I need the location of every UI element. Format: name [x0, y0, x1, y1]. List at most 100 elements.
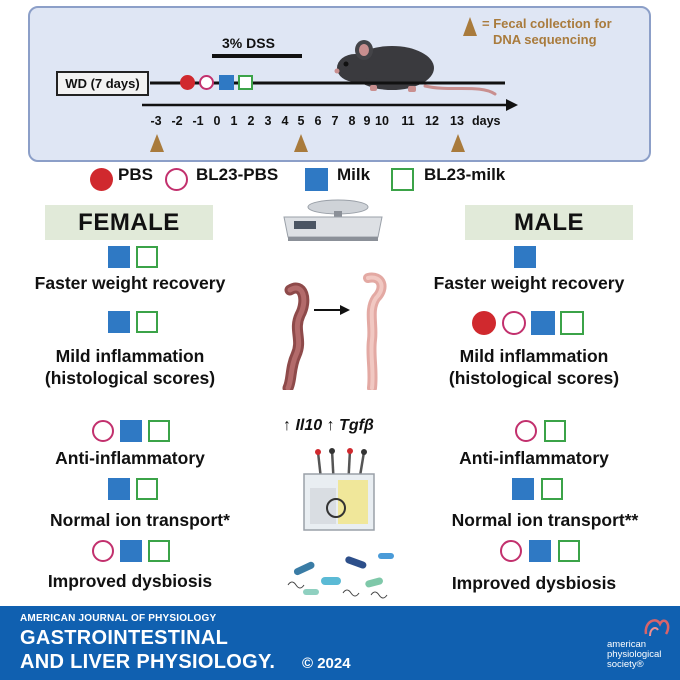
milk-symbol — [120, 420, 142, 442]
gene-tgfb: Tgfβ — [339, 417, 374, 434]
fecal-legend-line2: DNA sequencing — [493, 32, 597, 47]
male-mild-inflammation: Mild inflammation (histological scores) — [409, 345, 659, 389]
up-arrow: ↑ — [283, 417, 291, 434]
day-label: -2 — [171, 114, 183, 128]
day-label: 1 — [230, 114, 238, 128]
legend-bl23-pbs-symbol — [165, 168, 188, 191]
day-label: 8 — [348, 114, 356, 128]
day-label: 5 — [297, 114, 305, 128]
gene-il10: Il10 — [295, 417, 323, 434]
society-logo-icon — [644, 619, 670, 637]
female-mild-inflammation: Mild inflammation (histological scores) — [10, 345, 250, 389]
colon-icon — [282, 272, 387, 390]
mouse-icon — [334, 40, 497, 96]
dss-label: 3% DSS — [222, 35, 275, 51]
day-label: 7 — [331, 114, 339, 128]
gene-expression-label: ↑ Il10 ↑ Tgfβ — [283, 417, 374, 435]
fecal-triangle-icon — [150, 134, 164, 152]
legend-milk-symbol — [305, 168, 328, 191]
milk-symbol — [108, 478, 130, 500]
day-label: 11 — [401, 114, 415, 128]
finding-line: (histological scores) — [44, 368, 216, 388]
bl23-milk-marker — [238, 75, 253, 90]
pbs-marker — [180, 75, 195, 90]
female-weight-recovery: Faster weight recovery — [34, 273, 226, 293]
bl23-milk-symbol — [541, 478, 563, 500]
journal-series-label: AMERICAN JOURNAL OF PHYSIOLOGY — [20, 613, 217, 624]
wd-diet-box: WD (7 days) — [56, 71, 149, 96]
milk-marker — [219, 75, 234, 90]
day-label: 13 — [450, 114, 464, 128]
up-arrow: ↑ — [326, 417, 335, 434]
journal-title-line1: GASTROINTESTINAL — [20, 627, 229, 649]
legend-pbs-label: PBS — [118, 165, 153, 184]
pbs-symbol — [472, 311, 496, 335]
bl23-milk-symbol — [136, 311, 158, 333]
female-header: FEMALE — [45, 205, 213, 240]
fecal-triangle-icon — [294, 134, 308, 152]
legend-bl23-milk-label: BL23-milk — [424, 165, 506, 184]
bl23-milk-symbol — [136, 478, 158, 500]
milk-symbol — [529, 540, 551, 562]
day-label: -3 — [150, 114, 162, 128]
male-ion-transport: Normal ion transport** — [451, 510, 639, 530]
society-name: american physiological society® — [607, 640, 661, 670]
ussing-chamber-icon — [303, 448, 375, 531]
fecal-collection-legend: = Fecal collection for DNA sequencing — [482, 16, 612, 48]
milk-symbol — [514, 246, 536, 268]
finding-line: Mild inflammation — [459, 346, 609, 366]
journal-footer — [0, 606, 680, 680]
day-label: 3 — [264, 114, 272, 128]
society-line: society® — [607, 659, 644, 670]
bl23-pbs-symbol — [92, 420, 114, 442]
milk-symbol — [108, 246, 130, 268]
female-ion-transport: Normal ion transport* — [50, 510, 230, 530]
bl23-milk-symbol — [560, 311, 584, 335]
bl23-milk-symbol — [136, 246, 158, 268]
society-line: physiological — [607, 649, 662, 660]
day-label: 9 — [363, 114, 371, 128]
scale-icon — [283, 199, 383, 241]
finding-line: Mild inflammation — [55, 346, 205, 366]
male-header: MALE — [465, 205, 633, 240]
milk-symbol — [531, 311, 555, 335]
day-label: 2 — [247, 114, 255, 128]
bl23-pbs-symbol — [515, 420, 537, 442]
bl23-pbs-symbol — [500, 540, 522, 562]
legend-bl23-pbs-label: BL23-PBS — [196, 165, 279, 184]
legend-milk-label: Milk — [337, 165, 371, 184]
bl23-milk-symbol — [148, 420, 170, 442]
finding-line: (histological scores) — [448, 368, 620, 388]
day-label: 4 — [281, 114, 289, 128]
bl23-pbs-symbol — [502, 311, 526, 335]
bl23-pbs-symbol — [92, 540, 114, 562]
copyright-label: © 2024 — [302, 655, 351, 672]
day-label: 12 — [425, 114, 439, 128]
journal-title-line2: AND LIVER PHYSIOLOGY. — [20, 651, 276, 673]
day-label: 10 — [375, 114, 389, 128]
day-label: -1 — [192, 114, 204, 128]
day-label: 0 — [213, 114, 221, 128]
female-anti-inflammatory: Anti-inflammatory — [55, 448, 205, 468]
legend-bl23-milk-symbol — [391, 168, 414, 191]
bacteria-icon — [287, 553, 394, 599]
fecal-triangle-icon — [451, 134, 465, 152]
days-unit-label: days — [472, 114, 501, 128]
male-improved-dysbiosis: Improved dysbiosis — [451, 573, 617, 593]
bl23-milk-symbol — [148, 540, 170, 562]
milk-symbol — [512, 478, 534, 500]
female-improved-dysbiosis: Improved dysbiosis — [47, 571, 213, 591]
timeline-axis — [142, 81, 518, 111]
society-line: american — [607, 639, 647, 650]
legend-pbs-symbol — [90, 168, 113, 191]
milk-symbol — [120, 540, 142, 562]
bl23-pbs-marker — [199, 75, 214, 90]
male-weight-recovery: Faster weight recovery — [433, 273, 625, 293]
bl23-milk-symbol — [544, 420, 566, 442]
fecal-legend-line1: = Fecal collection for — [482, 16, 612, 31]
fecal-triangle-icon — [463, 17, 477, 36]
bl23-milk-symbol — [558, 540, 580, 562]
day-label: 6 — [314, 114, 322, 128]
dss-period-bar — [212, 54, 302, 58]
milk-symbol — [108, 311, 130, 333]
